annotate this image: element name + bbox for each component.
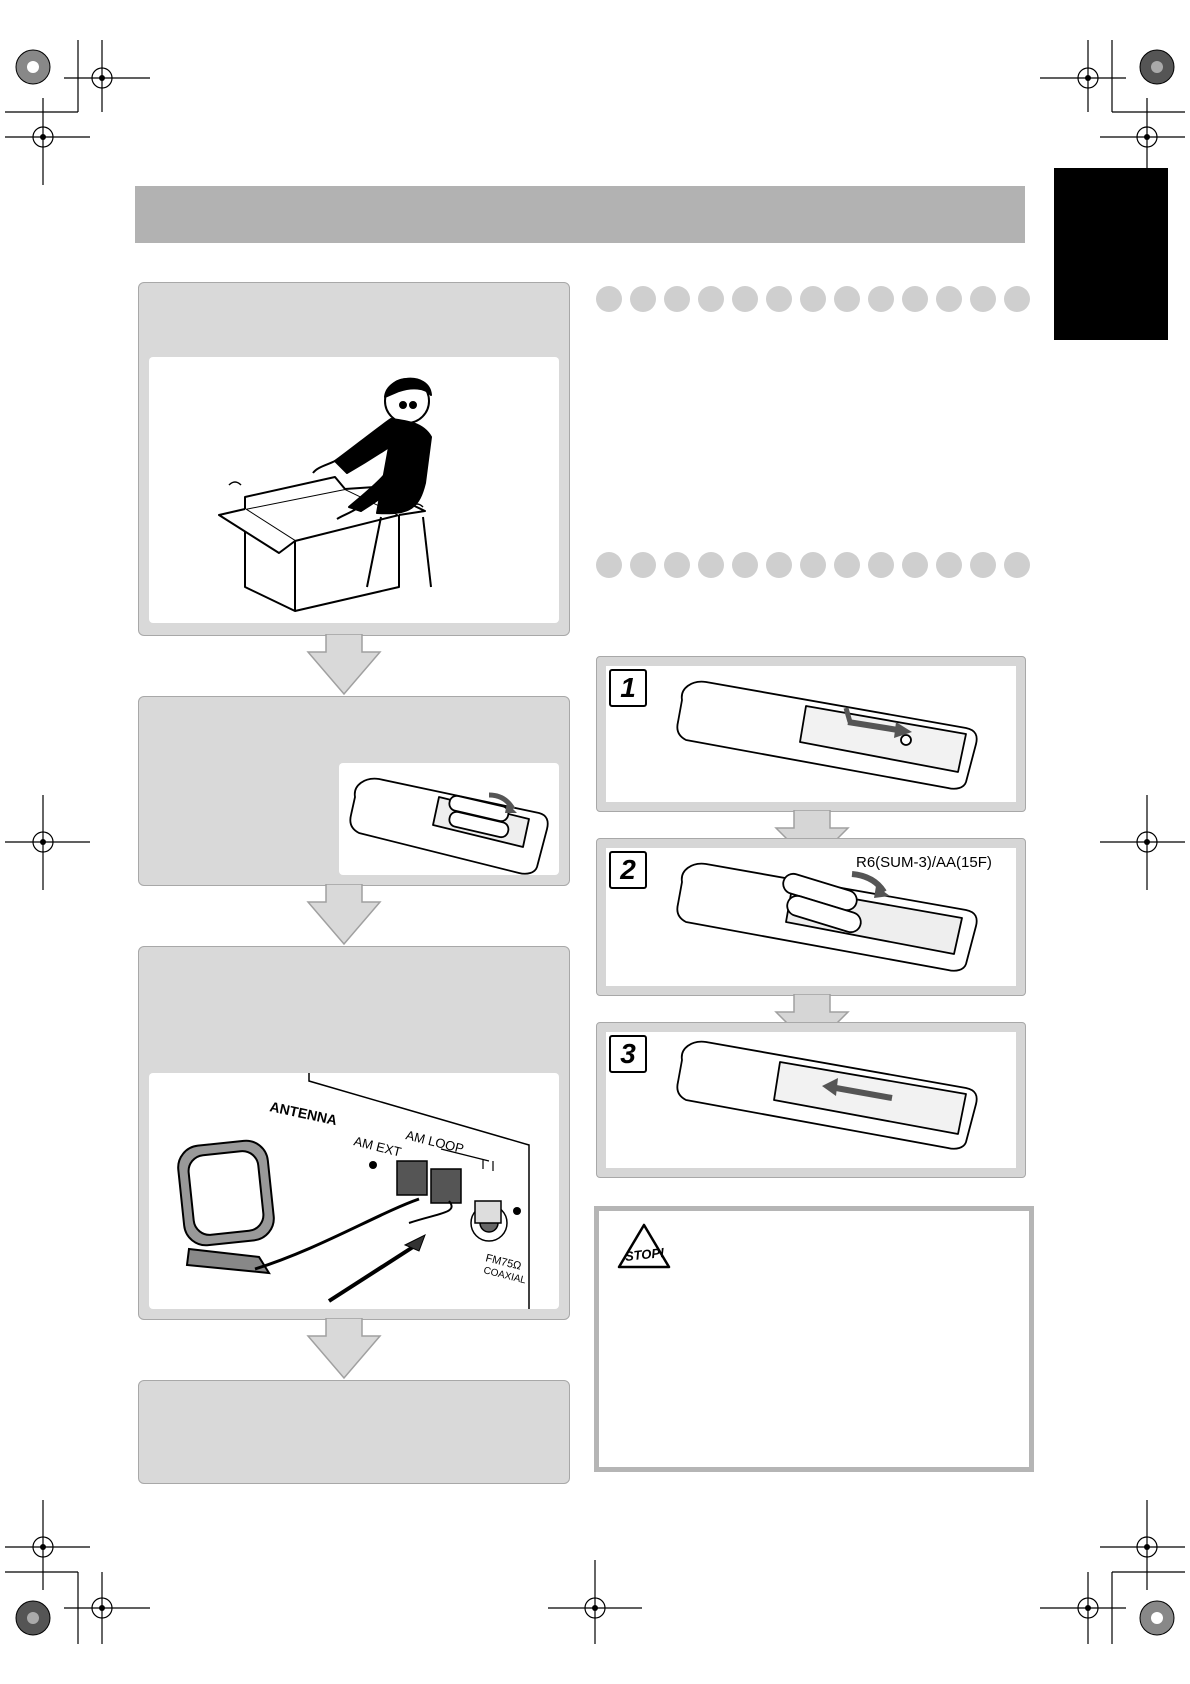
antenna-connection-illustration: ANTENNA AM EXT AM LOOP FM75Ω COAXIAL (177, 1073, 530, 1309)
section-divider-dots-2 (596, 552, 1030, 578)
battery-size-label: R6(SUM-3)/AA(15F) (856, 854, 992, 871)
section-header-bar (135, 186, 1025, 243)
step-2-number: 2 (609, 851, 647, 889)
step-1-panel: 1 (596, 656, 1026, 812)
step-2-panel: R6(SUM-3)/AA(15F) 2 (596, 838, 1026, 996)
final-step-box (138, 1380, 570, 1484)
am-ext-label: AM EXT (352, 1133, 403, 1159)
am-loop-label: AM LOOP (404, 1127, 465, 1156)
step-3-panel: 3 (596, 1022, 1026, 1178)
antenna-box: ANTENNA AM EXT AM LOOP FM75Ω COAXIAL (138, 946, 570, 1320)
language-side-tab (1054, 168, 1168, 340)
batteries-box (138, 696, 570, 886)
remote-open-cover-illustration (676, 680, 978, 790)
unpack-illustration-area (149, 357, 559, 623)
antenna-illustration-area: ANTENNA AM EXT AM LOOP FM75Ω COAXIAL (149, 1073, 559, 1309)
remote-close-cover-illustration (676, 1040, 978, 1150)
flow-arrow-3 (306, 1318, 382, 1380)
remote-with-batteries-illustration (349, 777, 549, 875)
unpack-box (138, 282, 570, 636)
step-3-number: 3 (609, 1035, 647, 1073)
caution-box: STOP! (594, 1206, 1034, 1472)
flow-arrow-1 (306, 634, 382, 696)
section-divider-dots-1 (596, 286, 1030, 312)
flow-arrow-2 (306, 884, 382, 946)
unpacking-person-illustration (218, 377, 432, 612)
stop-warning-icon: STOP! (617, 1223, 671, 1269)
stop-icon-text: STOP! (624, 1245, 666, 1264)
batteries-illustration-area (339, 763, 559, 875)
step-1-number: 1 (609, 669, 647, 707)
antenna-title-label: ANTENNA (268, 1098, 338, 1128)
remote-insert-batteries-illustration (676, 862, 978, 972)
